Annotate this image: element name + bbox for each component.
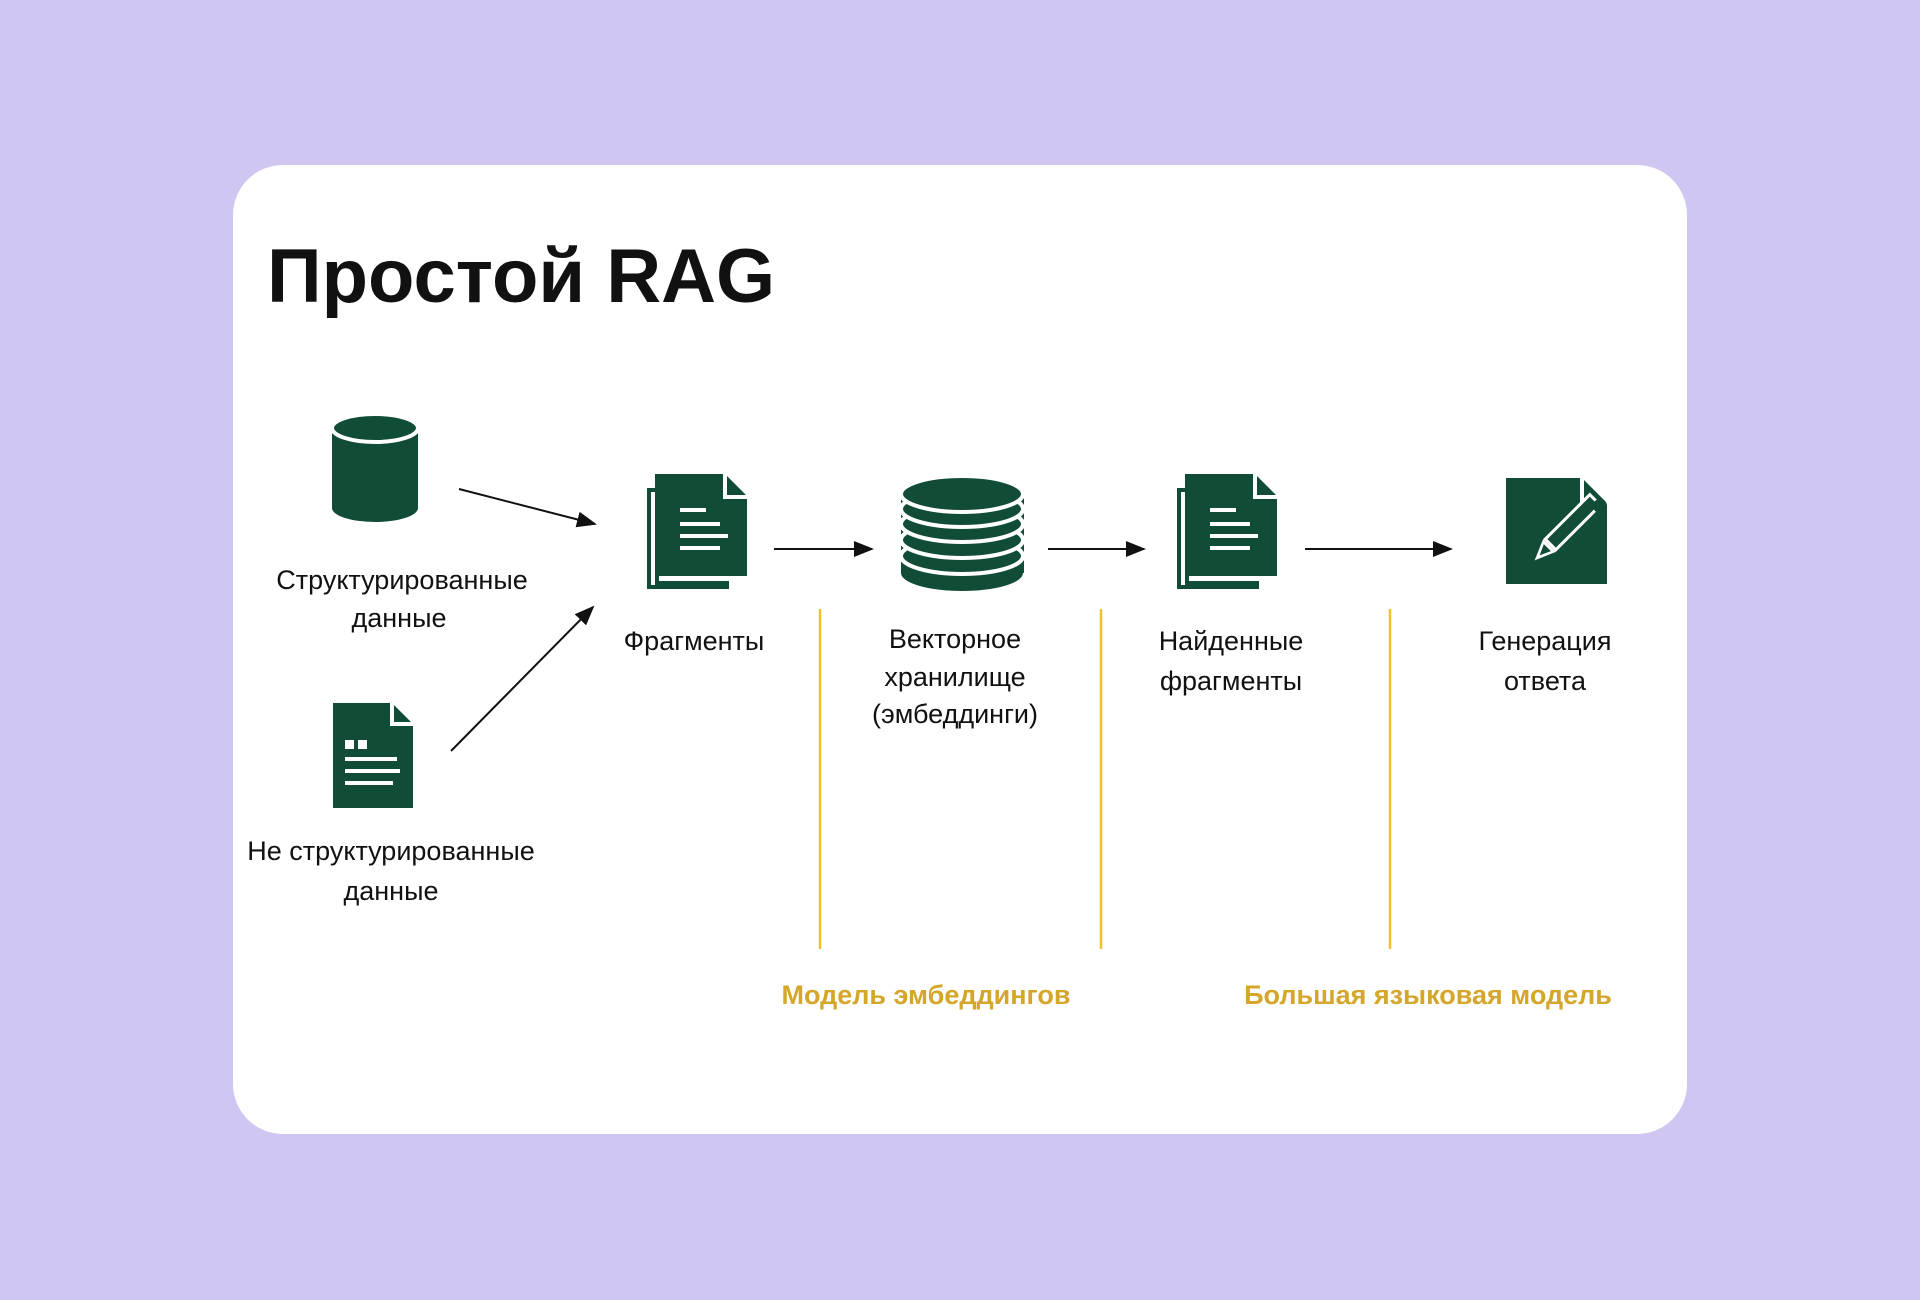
document-pencil-icon	[1506, 478, 1607, 584]
unstructured-label-2: данные	[343, 876, 438, 906]
document-stack-icon	[1175, 472, 1279, 591]
structured-label-1: Структурированные	[276, 565, 528, 595]
diagram-card	[233, 165, 1687, 1134]
generation-label-2: ответа	[1504, 666, 1587, 696]
found-label-1: Найденные	[1159, 626, 1304, 656]
database-cylinder-icon	[330, 412, 420, 522]
database-stack-icon	[899, 474, 1025, 591]
arrow-structured-to-fragments	[458, 488, 597, 528]
vector-store-label-3: (эмбеддинги)	[872, 699, 1038, 729]
llm-label: Большая языковая модель	[1244, 980, 1612, 1010]
document-icon	[333, 703, 413, 808]
arrow-unstructured-to-fragments	[450, 605, 595, 752]
embedding-model-label: Модель эмбеддингов	[781, 980, 1070, 1010]
document-stack-icon	[645, 472, 749, 591]
unstructured-label-1: Не структурирoванные	[247, 836, 535, 866]
structured-label-2: данные	[351, 603, 446, 633]
found-label-2: фрагменты	[1160, 666, 1302, 696]
vector-store-label-1: Векторное	[889, 624, 1021, 654]
vector-store-label-2: хранилище	[884, 662, 1025, 692]
page-title: Простой RAG	[267, 234, 775, 319]
generation-label-1: Генерация	[1479, 626, 1612, 656]
fragments-label: Фрагменты	[624, 626, 765, 656]
